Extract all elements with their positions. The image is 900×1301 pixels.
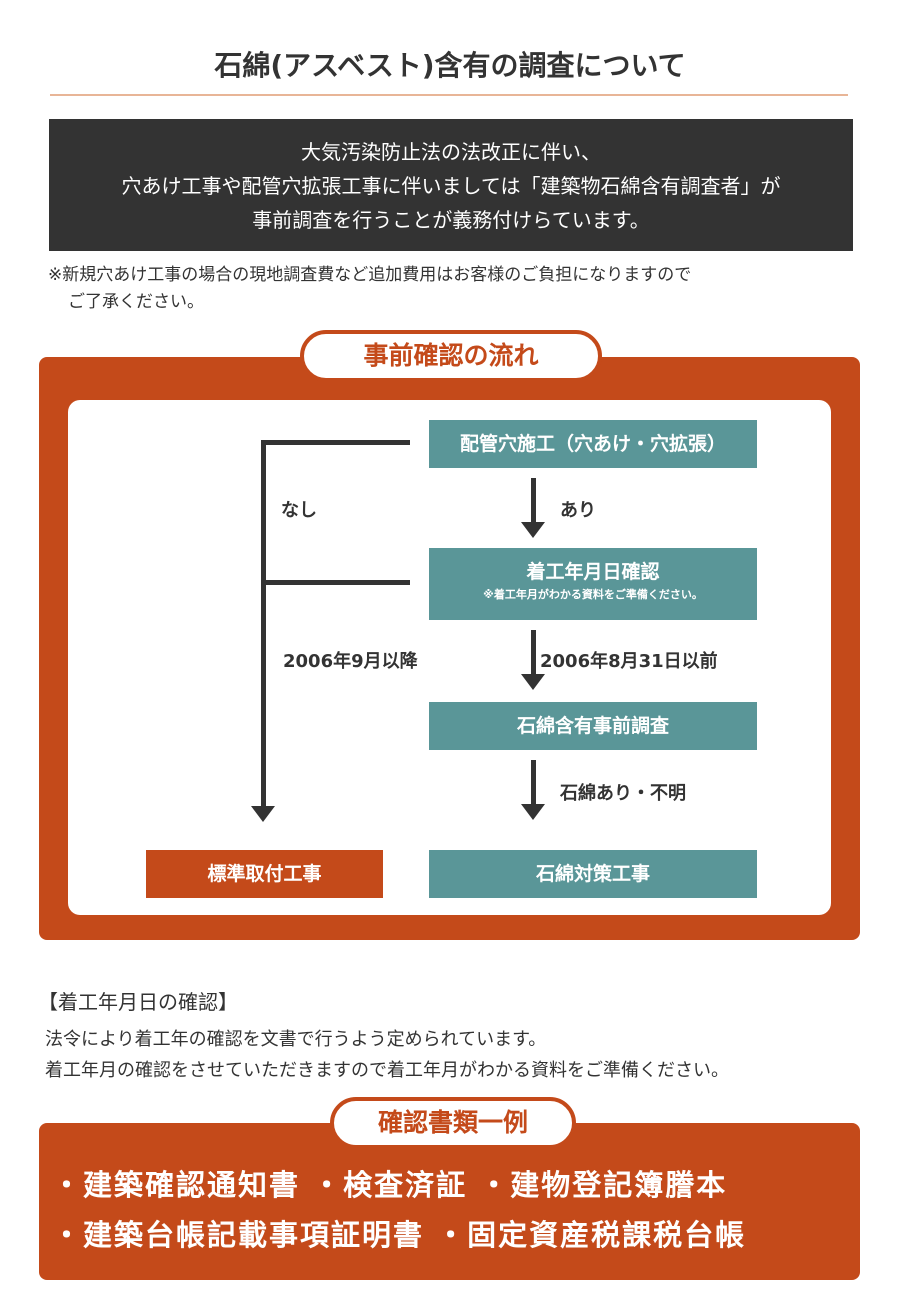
box-note: ※着工年月がわかる資料をご準備ください。 — [483, 588, 703, 601]
flow-box-drilling: 配管穴施工（穴あけ・穴拡張） — [429, 420, 757, 468]
documents-list: ・建築確認通知書 ・検査済証 ・建物登記簿謄本 ・建築台帳記載事項証明書 ・固定… — [52, 1160, 746, 1260]
date-check-heading: 【着工年月日の確認】 — [38, 990, 238, 1014]
notice-box: 大気汚染防止法の法改正に伴い、 穴あけ工事や配管穴拡張工事に伴いましては「建築物… — [49, 119, 853, 251]
documents-panel — [39, 1123, 860, 1280]
documents-heading: 確認書類一例 — [330, 1097, 576, 1149]
notice-line: 事前調査を行うことが義務付けらています。 — [252, 208, 650, 232]
arrow-down-icon — [521, 674, 545, 690]
arrow-down-icon — [251, 806, 275, 822]
arrow-line — [531, 760, 536, 806]
flow-box-survey: 石綿含有事前調査 — [429, 702, 757, 750]
flow-canvas — [68, 400, 831, 915]
label-before-2006: 2006年8月31日以前 — [540, 651, 718, 672]
arrow-line — [531, 630, 536, 676]
note-line: ご了承ください。 — [68, 292, 204, 312]
box-title: 着工年月日確認 — [526, 561, 660, 583]
label-none: なし — [281, 500, 317, 521]
document-line: ・建築確認通知書 ・検査済証 ・建物登記簿謄本 — [52, 1168, 728, 1202]
cost-note: ※新規穴あけ工事の場合の現地調査費など追加費用はお客様のご負担になりますので ご… — [48, 262, 691, 316]
document-line: ・建築台帳記載事項証明書 ・固定資産税課税台帳 — [52, 1218, 747, 1252]
date-check-text: 法令により着工年の確認を文書で行うよう定められています。 着工年月の確認をさせて… — [45, 1024, 729, 1086]
label-after-2006: 2006年9月以降 — [283, 651, 418, 672]
flow-box-asbestos: 石綿対策工事 — [429, 850, 757, 898]
arrow-line — [531, 478, 536, 524]
text-line: 着工年月の確認をさせていただきますので着工年月がわかる資料をご準備ください。 — [45, 1060, 729, 1081]
text-line: 法令により着工年の確認を文書で行うよう定められています。 — [45, 1029, 547, 1050]
no-branch-line — [261, 440, 266, 810]
branch-line-top — [261, 440, 410, 445]
branch-line-middle — [261, 580, 410, 585]
notice-line: 穴あけ工事や配管穴拡張工事に伴いましては「建築物石綿含有調査者」が — [121, 174, 781, 198]
label-yes: あり — [560, 500, 596, 521]
arrow-down-icon — [521, 522, 545, 538]
label-asbestos: 石綿あり・不明 — [560, 783, 686, 804]
note-line: ※新規穴あけ工事の場合の現地調査費など追加費用はお客様のご負担になりますので — [48, 265, 692, 285]
page-title: 石綿(アスベスト)含有の調査について — [214, 49, 686, 82]
arrow-down-icon — [521, 804, 545, 820]
flow-box-standard: 標準取付工事 — [146, 850, 383, 898]
notice-line: 大気汚染防止法の法改正に伴い、 — [301, 140, 601, 164]
title-divider — [50, 94, 848, 96]
flow-heading: 事前確認の流れ — [300, 330, 602, 382]
flow-box-date-check: 着工年月日確認 ※着工年月がわかる資料をご準備ください。 — [429, 548, 757, 620]
